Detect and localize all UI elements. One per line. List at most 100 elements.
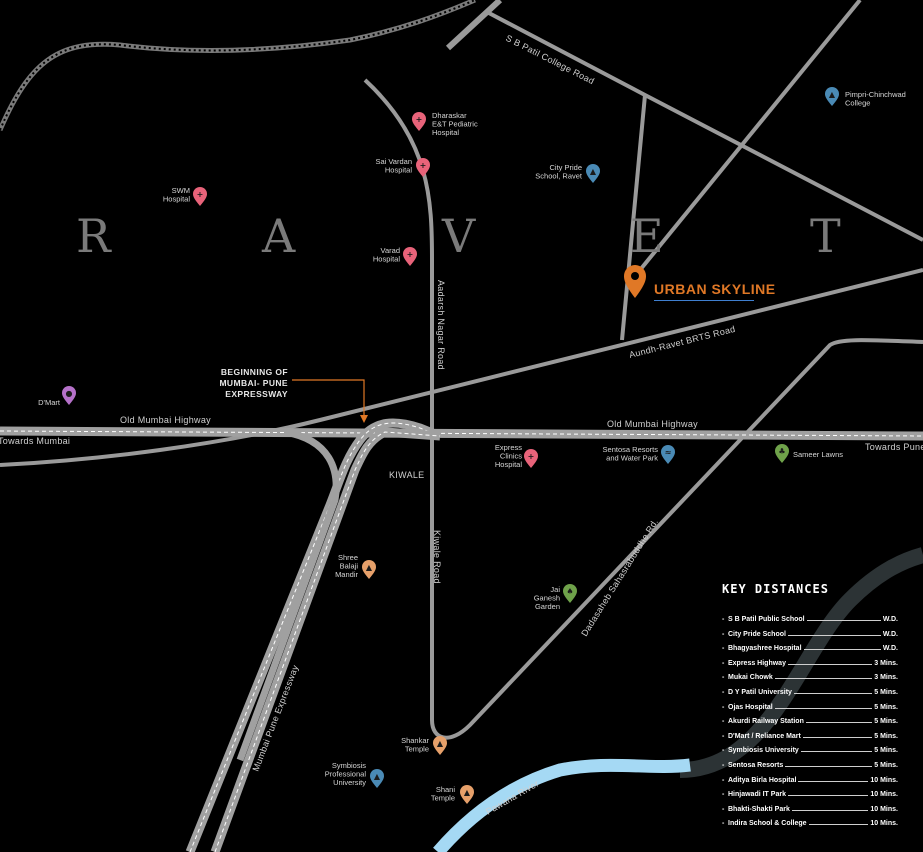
leader-line (791, 804, 869, 811)
row-bullet: - (722, 820, 725, 828)
school-icon: ▲ (374, 772, 381, 781)
key-distance-row: -S B Patil Public School W.D. (722, 614, 898, 629)
project-pin-icon[interactable] (624, 265, 646, 298)
locality-label-kiwale: KIWALE (389, 470, 424, 480)
area-name-ravet: R A V E T (76, 209, 841, 263)
leader-line (785, 760, 873, 767)
school-pin-icon (586, 164, 600, 183)
poi-sameer[interactable]: ♣Sameer Lawns (775, 444, 843, 463)
poi-label: Balaji (340, 562, 359, 571)
key-distance-place: Hinjawadi IT Park (728, 791, 786, 799)
leader-line (802, 731, 873, 738)
road-label-old-mumbai-left: Old Mumbai Highway (120, 415, 211, 425)
key-distance-value: 10 Mins. (870, 776, 898, 784)
pawana-river (433, 758, 691, 852)
hospital-pin-icon (412, 112, 426, 131)
poi-label: Sentosa Resorts (603, 445, 659, 454)
leader-line (774, 672, 873, 680)
railway-track (0, 0, 476, 131)
row-bullet: - (722, 718, 725, 726)
poi-label: School, Ravet (535, 172, 583, 181)
shop-icon: ● (66, 389, 73, 398)
sb-patil-college-road (486, 10, 923, 242)
key-distance-value: W.D. (882, 616, 898, 623)
poi-label: University (333, 778, 366, 787)
temple-pin-icon (362, 560, 376, 579)
poi-dmart[interactable]: ●D'Mart (38, 386, 76, 407)
park-pin-icon (661, 445, 675, 464)
key-distance-value: W.D. (882, 645, 898, 653)
poi-label: Pimpri-Chinchwad (845, 90, 906, 99)
poi-label: SWM (172, 186, 190, 195)
poi-label: Garden (535, 602, 560, 611)
key-distance-place: Symbiosis University (728, 747, 799, 755)
hospital-icon: + (420, 161, 427, 170)
key-distance-place: Ojas Hospital (728, 703, 773, 711)
road-label-towards-mumbai: Towards Mumbai (0, 436, 70, 446)
annotation-line: MUMBAI- PUNE (219, 378, 288, 388)
row-bullet: - (722, 688, 725, 696)
road-label-aadarsh: Aadarsh Nagar Road (436, 280, 446, 370)
key-distance-value: 5 Mins. (874, 761, 898, 769)
road-label-towards-pune: Towards Pune (865, 442, 923, 452)
temple-icon: ▲ (366, 563, 373, 572)
key-distance-place: D'Mart / Reliance Mart (728, 732, 801, 740)
leader-line (806, 614, 881, 621)
project-name[interactable]: URBAN SKYLINE (654, 281, 776, 297)
poi-label: College (845, 99, 870, 108)
key-distance-value: W.D. (882, 630, 898, 638)
key-distance-value: 3 Mins. (874, 674, 898, 682)
poi-label: E&T Pediatric (432, 120, 478, 129)
road-label-dadasaheb: Dadasaheb Sahasrabuddhe Rd. (579, 517, 660, 638)
poi-label: Shree (338, 553, 358, 562)
row-bullet: - (722, 616, 725, 623)
shop-pin-icon (62, 386, 76, 405)
poi-label: Jai (550, 585, 560, 594)
lawn-pin-icon (775, 444, 789, 463)
annotation-arrowhead (360, 415, 368, 423)
area-letter: R (76, 209, 112, 263)
school-pin-icon (825, 87, 839, 106)
area-letter: V (441, 209, 476, 263)
key-distances-title: KEY DISTANCES (722, 582, 829, 596)
leader-line (787, 629, 881, 636)
leader-line (803, 643, 881, 651)
key-distance-value: 5 Mins. (874, 703, 898, 711)
poi-label: Shani (436, 785, 456, 794)
temple-pin-icon (433, 736, 447, 755)
key-distance-place: S B Patil Public School (728, 616, 805, 623)
row-bullet: - (722, 761, 725, 769)
poi-label: Shankar (401, 736, 429, 745)
aadarsh-kiwale-road (363, 78, 923, 740)
key-distance-value: 5 Mins. (874, 688, 898, 696)
hospital-icon: + (416, 115, 423, 124)
park-icon: ≈ (665, 448, 672, 457)
poi-label: Express (495, 443, 522, 452)
poi-label: and Water Park (606, 454, 658, 463)
hospital-icon: + (407, 250, 414, 259)
key-distance-place: Akurdi Railway Station (728, 718, 804, 726)
key-distance-place: Mukai Chowk (728, 674, 773, 682)
annotation-line: BEGINNING OF (221, 367, 288, 377)
